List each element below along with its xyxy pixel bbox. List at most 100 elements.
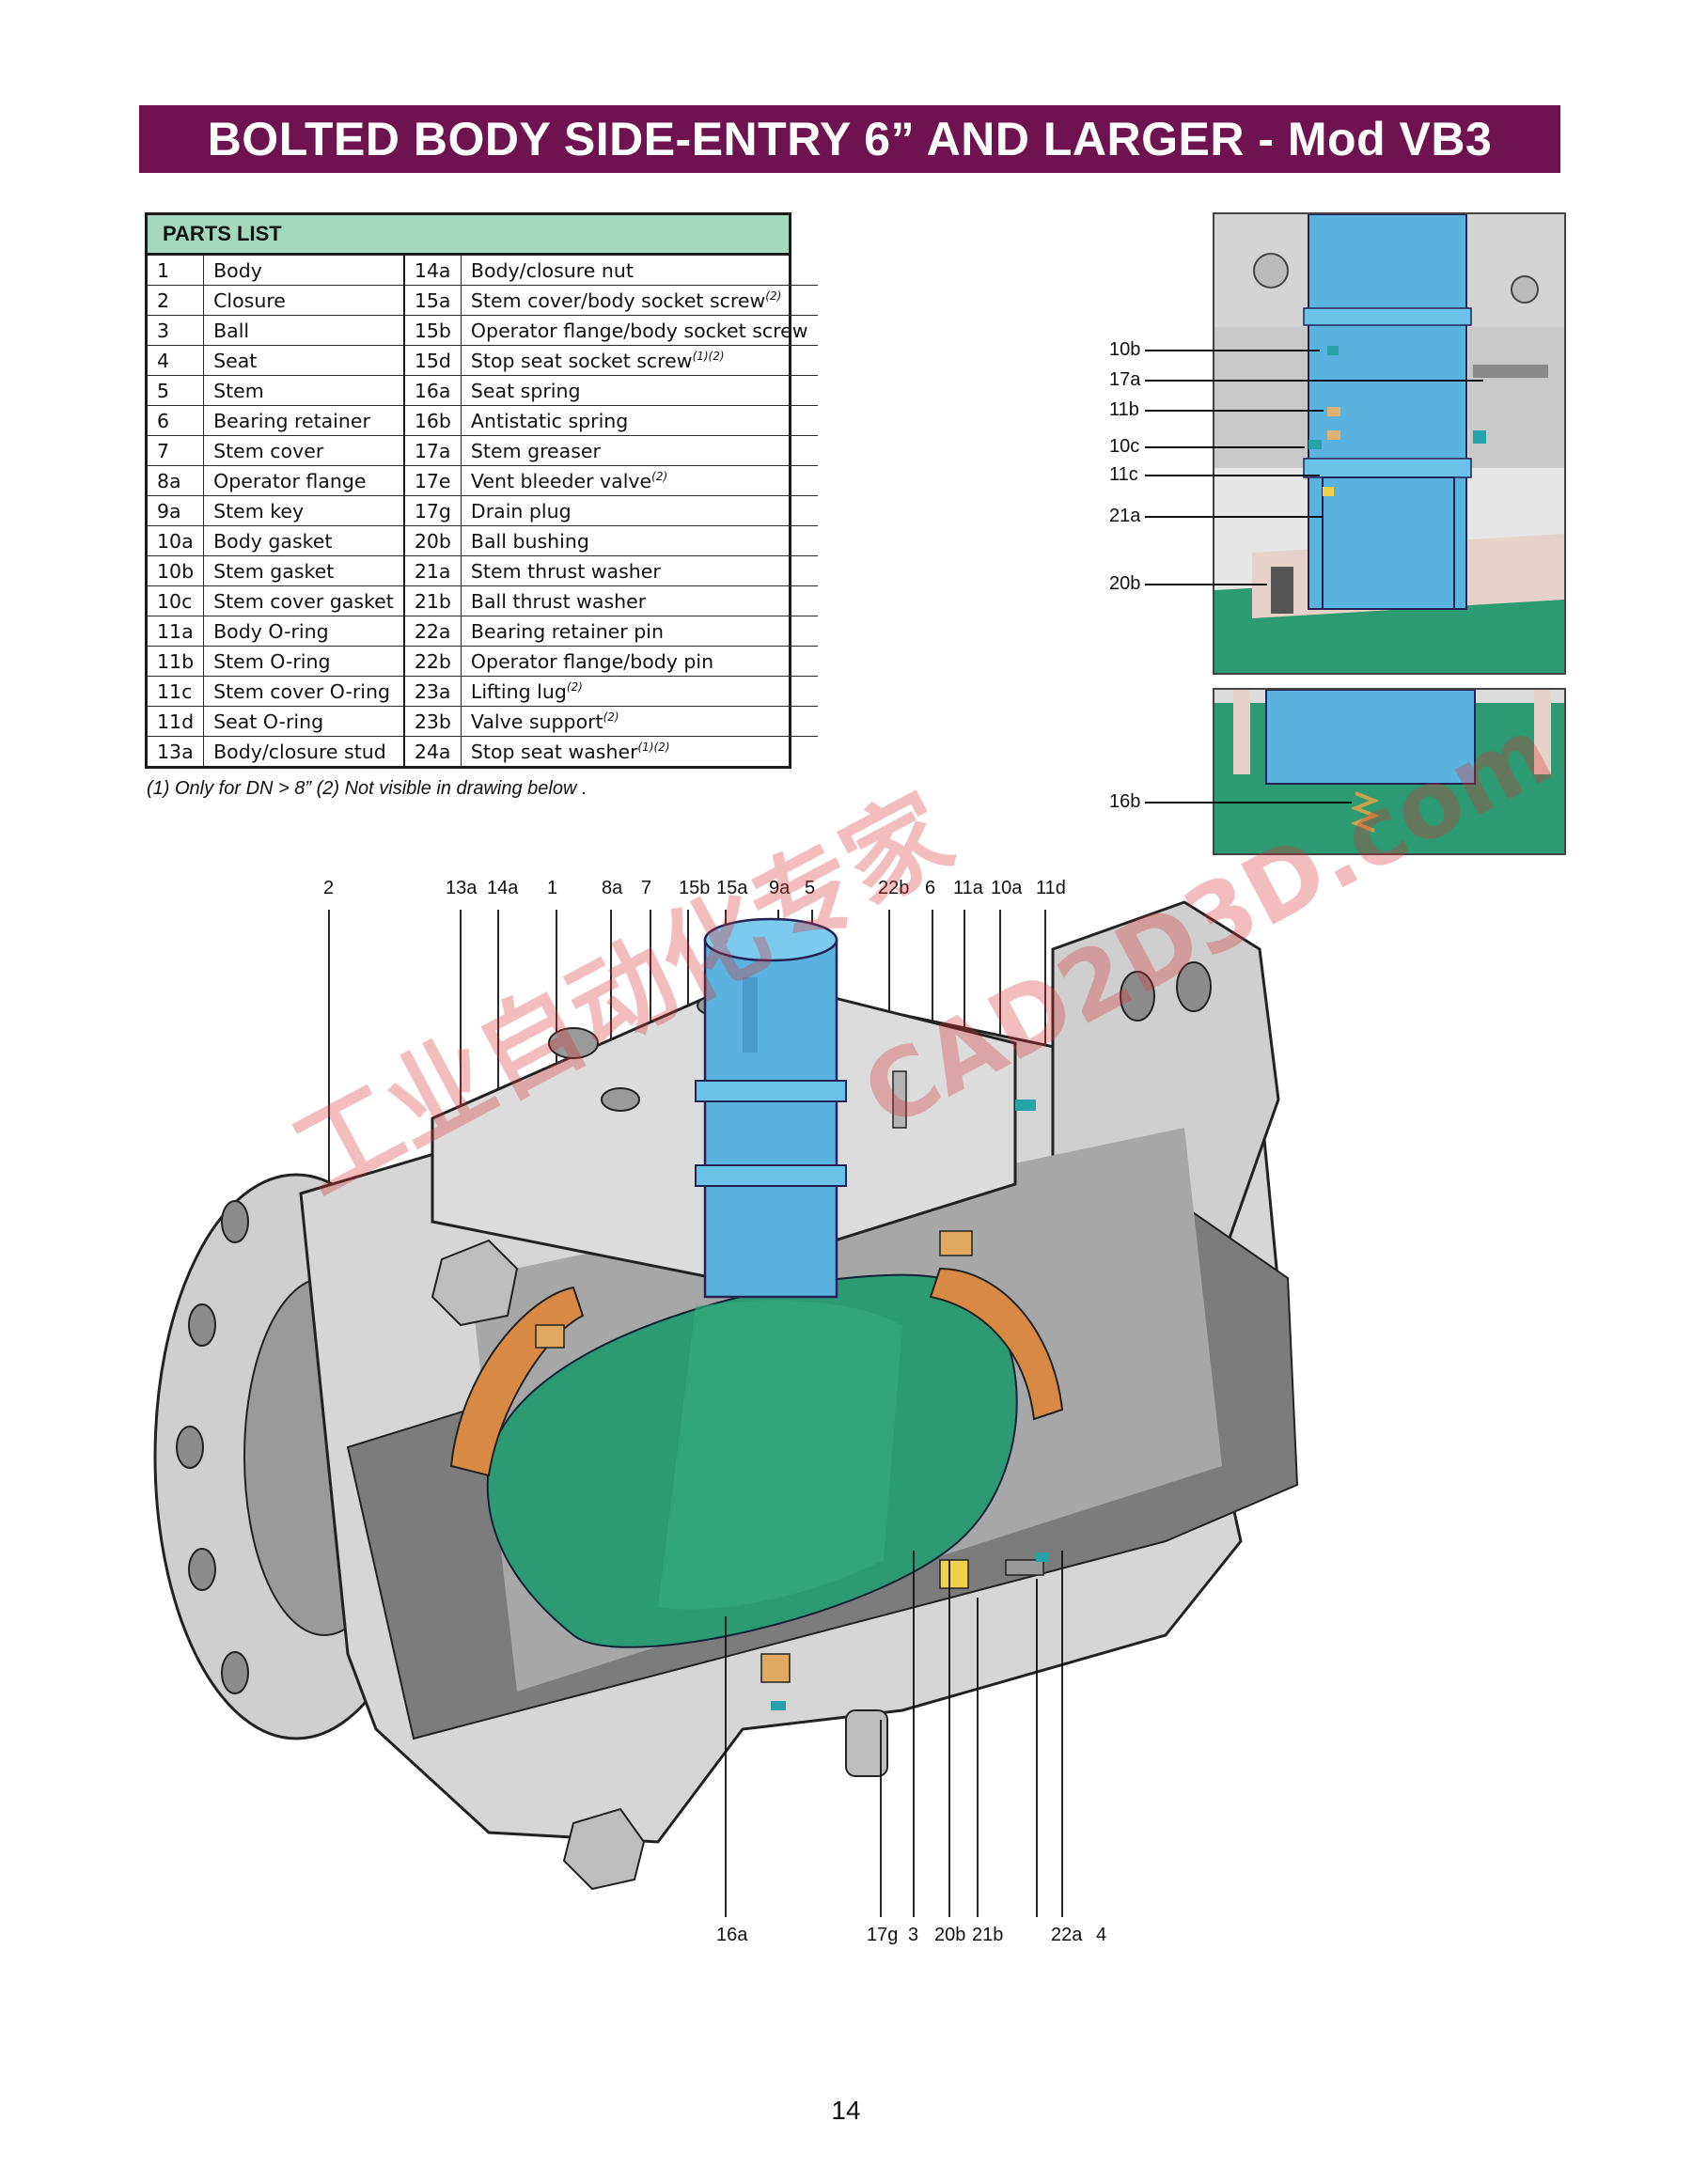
label-10a: 10a [991,878,1023,898]
callout-21a: 21a [1109,506,1141,526]
part-name: Body O-ring [203,616,405,647]
part-name: Body [203,256,405,286]
footnote-marker: (2) [765,289,782,303]
part-name: Valve support(2) [461,706,818,737]
part-name-text: Valve support [470,710,603,733]
part-number-text: 16b [414,409,451,432]
part-name-text: Operator flange/body pin [470,649,714,673]
part-name: Operator flange/body socket screw [461,315,818,346]
part-number-text: 17a [414,439,451,462]
part-number: 2 [148,285,205,316]
part-name-text: Body/closure stud [213,740,386,763]
callout-17a: 17a [1109,369,1141,390]
label-6: 6 [925,878,936,898]
part-name-text: Stem cover/body socket screw [470,289,766,312]
part-name: Stem gasket [203,555,405,586]
parts-row: 10a Body gasket 20b Ball bushing [148,525,818,556]
footnote: (1) Only for DN > 8” (2) Not visible in … [147,778,588,799]
part-name-text: Stop seat washer [470,740,638,763]
part-number: 16a [403,375,462,406]
part-number-text: 8a [157,469,181,492]
part-name-text: Stem key [213,499,305,523]
part-name: Stem [203,375,405,406]
part-name-text: Seat [213,349,258,372]
part-number-text: 11c [157,679,193,703]
part-number: 20b [403,525,462,556]
part-number: 4 [148,345,205,376]
part-name: Bearing retainer pin [461,616,818,647]
part-number: 11b [148,646,205,677]
part-name: Stem cover [203,435,405,466]
part-number-text: 10a [157,529,194,553]
part-name: Operator flange [203,465,405,496]
parts-row: 11b Stem O-ring 22b Operator flange/body pi… [148,646,818,677]
label-13a: 13a [446,878,478,898]
part-number: 21a [403,555,462,586]
part-number-text: 21b [414,589,451,613]
part-number: 22b [403,646,462,677]
label-1: 1 [547,878,558,898]
spring-detail-panel [1213,688,1566,855]
part-name-text: Bearing retainer pin [470,619,664,643]
part-number-text: 17e [414,469,451,492]
callout-line [1145,516,1324,518]
part-name: Antistatic spring [461,405,818,436]
part-name: Seat [203,345,405,376]
parts-row: 11a Body O-ring 22a Bearing retainer pin [148,616,818,647]
part-name: Ball bushing [461,525,818,556]
part-number-text: 14a [414,258,451,282]
callout-line [1145,380,1483,382]
stem-detail-drawing [1214,214,1564,673]
part-number-text: 6 [157,409,170,432]
parts-row: 8a Operator flange 17e Vent bleeder valve(2… [148,465,818,496]
part-number-text: 11a [157,619,194,643]
callout-10b: 10b [1109,339,1141,360]
part-number: 11c [148,676,205,707]
part-number: 11a [148,616,205,647]
label-14a: 14a [487,878,519,898]
footnote-marker: (2) [566,679,583,694]
part-number: 17a [403,435,462,466]
part-name: Stem cover gasket [203,585,405,616]
part-name: Stem greaser [461,435,818,466]
part-name-text: Seat spring [470,379,581,402]
part-name: Body gasket [203,525,405,556]
part-name-text: Antistatic spring [470,409,629,432]
part-name-text: Bearing retainer [213,409,370,432]
part-number-text: 16a [414,379,451,402]
label-22b: 22b [878,878,910,898]
part-name-text: Ball bushing [470,529,589,553]
part-name-text: Stem greaser [470,439,601,462]
callout-line [1145,446,1305,448]
part-name-text: Stem [213,379,264,402]
label-11d: 11d [1036,878,1066,898]
part-number-text: 9a [157,499,181,523]
parts-row: 5 Stem 16a Seat spring [148,375,818,406]
part-name: Stop seat socket screw(1)(2) [461,345,818,376]
part-number: 5 [148,375,205,406]
label-15a: 15a [716,878,748,898]
part-name-text: Body O-ring [213,619,329,643]
part-name-text: Stem cover gasket [213,589,394,613]
part-name-text: Stem O-ring [213,649,331,673]
valve-cutaway-drawing [153,900,1299,1917]
part-number: 13a [148,736,205,766]
part-name: Seat O-ring [203,706,405,737]
part-name: Ball thrust washer [461,585,818,616]
part-number: 14a [403,256,462,286]
part-name: Stem thrust washer [461,555,818,586]
callout-line [1145,410,1324,412]
part-name-text: Vent bleeder valve [470,469,652,492]
part-number-text: 22a [414,619,451,643]
part-number-text: 22b [414,649,451,673]
part-name-text: Body gasket [213,529,333,553]
label-4: 4 [1096,1925,1107,1945]
parts-list-header: PARTS LIST [148,215,789,256]
part-number: 6 [148,405,205,436]
footnote-marker: (2) [651,469,668,483]
